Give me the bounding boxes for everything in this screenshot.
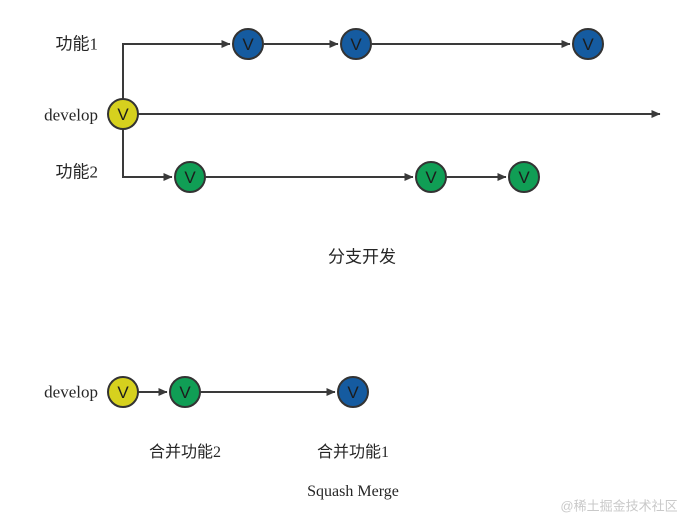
node-feature2-commit-2: V: [415, 161, 447, 193]
edge-develop-to-feature2: [122, 114, 173, 181]
node-glyph: V: [518, 168, 530, 187]
branch-label-feature1: 功能1: [55, 34, 99, 54]
node-glyph: V: [117, 383, 129, 402]
bottom-diagram-nodes: V V V: [107, 376, 369, 408]
branch-label-feature2: 功能2: [55, 162, 99, 182]
node-glyph: V: [184, 168, 196, 187]
node-glyph: V: [242, 35, 254, 54]
node-develop-base: V: [107, 376, 139, 408]
top-diagram-nodes: V V V V V V V: [107, 28, 604, 193]
node-develop-root: V: [107, 98, 139, 130]
watermark: @稀土掘金技术社区: [560, 498, 678, 514]
node-glyph: V: [117, 105, 129, 124]
node-feature1-commit-3: V: [572, 28, 604, 60]
node-glyph: V: [582, 35, 594, 54]
node-glyph: V: [347, 383, 359, 402]
branch-label-develop-bottom: develop: [44, 382, 98, 402]
top-diagram-caption: 分支开发: [328, 247, 396, 267]
node-label-merge-feature1: 合并功能1: [316, 444, 390, 461]
top-diagram-edges: [122, 40, 661, 181]
node-feature1-commit-2: V: [340, 28, 372, 60]
branch-label-develop: develop: [44, 105, 98, 125]
node-label-merge-feature2: 合并功能2: [148, 444, 222, 461]
node-feature1-commit-1: V: [232, 28, 264, 60]
node-merge-feature1: V: [337, 376, 369, 408]
node-glyph: V: [350, 35, 362, 54]
bottom-diagram-caption: Squash Merge: [307, 483, 399, 500]
node-glyph: V: [179, 383, 191, 402]
node-feature2-commit-1: V: [174, 161, 206, 193]
edge-develop-to-feature1: [122, 40, 231, 114]
node-feature2-commit-3: V: [508, 161, 540, 193]
node-glyph: V: [425, 168, 437, 187]
node-merge-feature2: V: [169, 376, 201, 408]
